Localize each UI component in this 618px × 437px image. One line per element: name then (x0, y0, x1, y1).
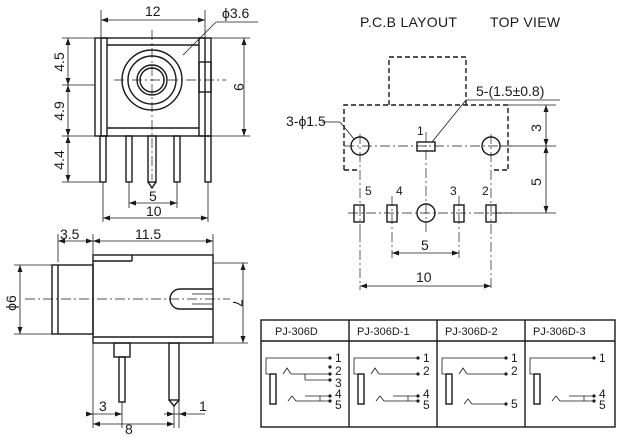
v2-pin-4: 4 (423, 387, 430, 401)
v1-pin-2: 2 (335, 364, 342, 378)
dim-height-mid: 4.9 (51, 101, 67, 121)
dim-body-height: 7 (230, 299, 246, 307)
pcb-title-view: TOP VIEW (490, 14, 561, 30)
dim-nose-dia: ϕ6 (3, 295, 19, 311)
dim-pcb-10: 10 (416, 269, 432, 285)
pin-label-4: 4 (396, 184, 403, 198)
dim-pcb-5h: 5 (421, 237, 429, 253)
pcb-title: P.C.B LAYOUT (360, 14, 457, 30)
v4-pin-5: 5 (599, 398, 606, 412)
dim-height-upper: 4.5 (51, 52, 67, 72)
v2-pin-1: 1 (423, 351, 430, 365)
schematic-variant-1: 1 2 3 4 5 (265, 351, 342, 412)
dim-pcb-5v: 5 (528, 178, 544, 186)
side-view: 3.5 11.5 ϕ6 7 (3, 226, 248, 437)
pin-label-5: 5 (365, 184, 372, 198)
variant-name-3: PJ-306D-2 (445, 326, 498, 338)
dim-pin-pitch: 5 (149, 188, 157, 204)
dim-height-total: 9 (231, 83, 247, 91)
dim-pin-offset-c: 1 (199, 398, 207, 414)
v3-pin-5: 5 (511, 397, 518, 411)
schematic-variant-2: 1 2 4 5 (353, 351, 430, 412)
label-slot-count: 5-(1.5±0.8) (476, 83, 544, 99)
dim-height-lower: 4.4 (51, 150, 67, 170)
pin-label-2: 2 (482, 184, 489, 198)
dim-body-length: 11.5 (135, 226, 161, 242)
dim-pin-offset-b: 8 (125, 421, 133, 437)
label-hole-count: 3-ϕ1.5 (286, 113, 326, 129)
pin-label-3: 3 (450, 184, 457, 198)
top-view: 12 ϕ3.6 (51, 3, 258, 222)
v2-pin-2: 2 (423, 364, 430, 378)
v1-pin-5: 5 (335, 398, 342, 412)
v3-pin-1: 1 (511, 351, 518, 365)
v1-pin-4: 4 (335, 387, 342, 401)
schematic-variant-3: 1 2 5 (441, 351, 518, 411)
pcb-layout: P.C.B LAYOUT TOP VIEW 3-ϕ1.5 5-(1.5±0.8) (286, 14, 561, 290)
pin-label-1: 1 (417, 124, 424, 138)
variant-name-1: PJ-306D (275, 326, 318, 338)
variant-name-2: PJ-306D-1 (357, 326, 410, 338)
variant-name-4: PJ-306D-3 (533, 326, 586, 338)
dim-hole-dia: ϕ3.6 (222, 5, 250, 21)
schematic-variant-4: 1 4 5 (529, 351, 606, 412)
dim-front-length: 3.5 (60, 226, 80, 242)
dim-pin-offset-a: 3 (99, 398, 107, 414)
dim-width-12: 12 (145, 3, 161, 19)
v1-pin-1: 1 (335, 351, 342, 365)
v3-pin-2: 2 (511, 364, 518, 378)
v4-pin-1: 1 (599, 351, 606, 365)
v1-pin-3: 3 (335, 376, 342, 390)
v4-pin-4: 4 (599, 387, 606, 401)
variant-table: PJ-306D PJ-306D-1 PJ-306D-2 PJ-306D-3 1 … (260, 319, 616, 428)
dim-pin-span: 10 (146, 203, 162, 219)
dim-pcb-3: 3 (528, 124, 544, 132)
v2-pin-5: 5 (423, 398, 430, 412)
